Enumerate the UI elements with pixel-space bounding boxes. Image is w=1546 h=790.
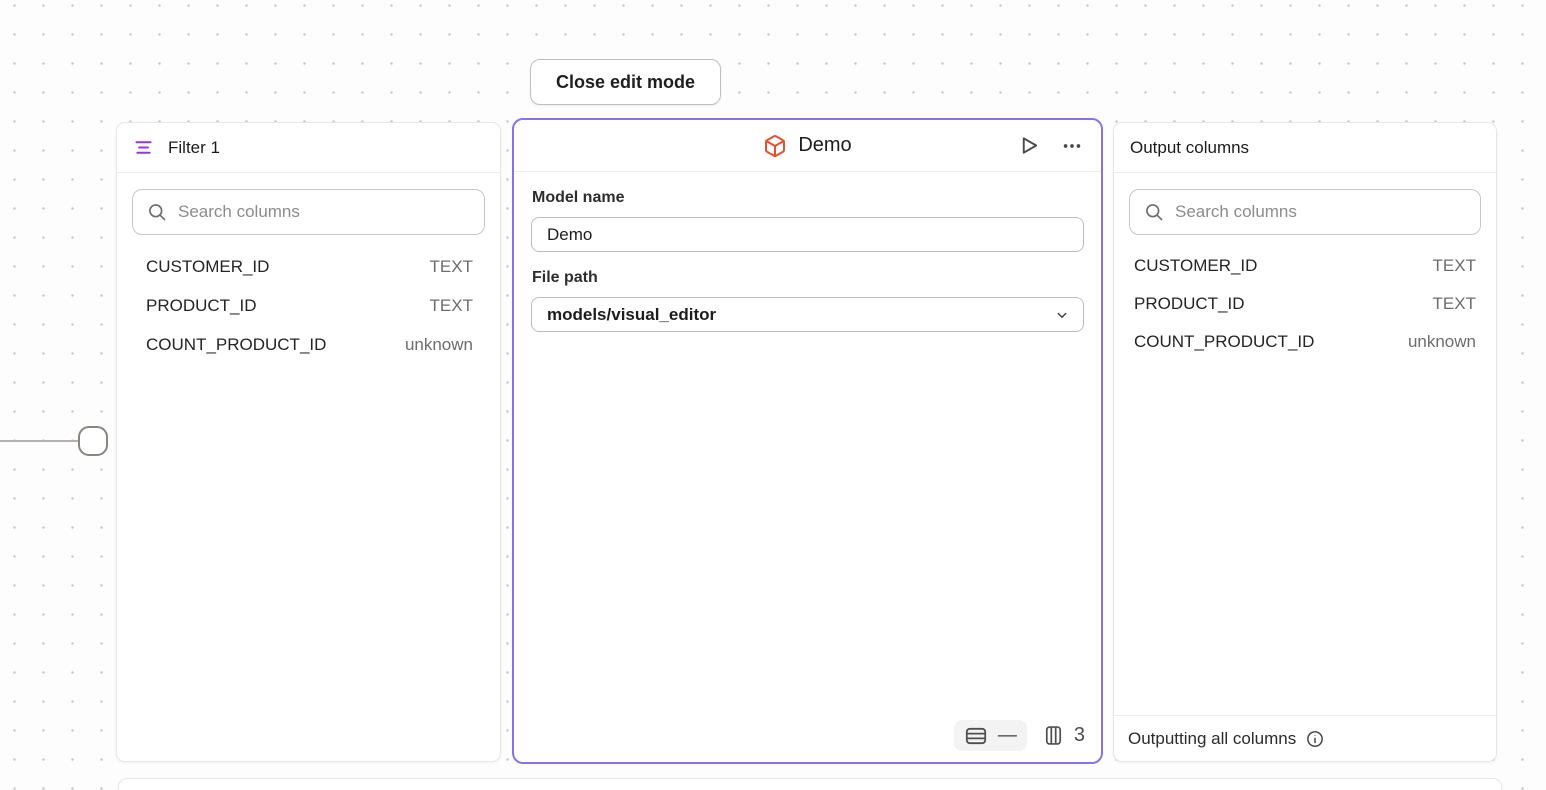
column-type: TEXT bbox=[1432, 294, 1476, 313]
output-column-list: CUSTOMER_ID TEXT PRODUCT_ID TEXT COUNT_P… bbox=[1114, 247, 1496, 361]
column-name: COUNT_PRODUCT_ID bbox=[146, 334, 327, 354]
table-columns-icon bbox=[1042, 724, 1065, 747]
search-icon bbox=[1144, 202, 1164, 222]
connector-handle[interactable] bbox=[78, 426, 108, 456]
column-type: TEXT bbox=[429, 295, 473, 315]
output-search-input[interactable] bbox=[1175, 202, 1466, 222]
filter-column-list: CUSTOMER_ID TEXT PRODUCT_ID TEXT COUNT_P… bbox=[117, 247, 500, 364]
more-options-button[interactable] bbox=[1059, 133, 1085, 159]
model-node-panel[interactable]: Demo Model name File path models/vis bbox=[512, 118, 1103, 764]
column-name: PRODUCT_ID bbox=[1134, 294, 1245, 313]
column-row[interactable]: COUNT_PRODUCT_ID unknown bbox=[117, 325, 500, 364]
connector-line bbox=[0, 440, 79, 442]
output-panel-title: Output columns bbox=[1130, 137, 1250, 157]
column-name: PRODUCT_ID bbox=[146, 295, 257, 315]
model-name-label: Model name bbox=[532, 189, 625, 206]
close-edit-mode-button[interactable]: Close edit mode bbox=[530, 59, 721, 105]
table-rows-icon bbox=[964, 724, 988, 748]
model-header-controls bbox=[1016, 120, 1085, 171]
column-row[interactable]: PRODUCT_ID TEXT bbox=[1114, 285, 1496, 323]
column-row[interactable]: COUNT_PRODUCT_ID unknown bbox=[1114, 323, 1496, 361]
column-name: COUNT_PRODUCT_ID bbox=[1134, 332, 1315, 351]
column-row[interactable]: CUSTOMER_ID TEXT bbox=[117, 247, 500, 286]
info-icon[interactable] bbox=[1305, 729, 1325, 749]
filter-node-panel[interactable]: Filter 1 CUSTOMER_ID TEXT PRODUCT_ID TEX… bbox=[116, 122, 501, 762]
filter-lines-icon bbox=[133, 137, 154, 158]
file-path-value: models/visual_editor bbox=[547, 304, 717, 324]
file-path-select[interactable]: models/visual_editor bbox=[531, 297, 1084, 332]
column-row[interactable]: CUSTOMER_ID TEXT bbox=[1114, 247, 1496, 285]
row-limit-button[interactable]: — bbox=[953, 720, 1027, 751]
chevron-down-icon bbox=[1053, 306, 1071, 324]
model-name-input[interactable] bbox=[531, 217, 1084, 252]
play-icon bbox=[1022, 137, 1038, 154]
column-name: CUSTOMER_ID bbox=[1134, 256, 1258, 275]
column-count-value: 3 bbox=[1073, 724, 1085, 746]
column-type: unknown bbox=[404, 334, 473, 354]
model-preview-footer: — 3 bbox=[953, 720, 1085, 751]
column-type: TEXT bbox=[429, 256, 473, 276]
output-search-box[interactable] bbox=[1129, 189, 1481, 235]
filter-search-input[interactable] bbox=[178, 202, 470, 222]
filter-search-box[interactable] bbox=[132, 189, 485, 235]
search-icon bbox=[147, 202, 167, 222]
filter-panel-header[interactable]: Filter 1 bbox=[117, 123, 500, 173]
column-name: CUSTOMER_ID bbox=[146, 256, 270, 276]
output-footer-text: Outputting all columns bbox=[1128, 728, 1297, 748]
file-path-label: File path bbox=[532, 269, 598, 286]
column-row[interactable]: PRODUCT_ID TEXT bbox=[117, 286, 500, 325]
column-type: unknown bbox=[1407, 332, 1476, 351]
filter-panel-title: Filter 1 bbox=[168, 137, 220, 157]
column-count-indicator[interactable]: 3 bbox=[1042, 724, 1085, 747]
bottom-panel-edge bbox=[118, 778, 1502, 790]
cube-icon bbox=[763, 134, 787, 158]
run-model-button[interactable] bbox=[1016, 132, 1043, 159]
model-panel-header[interactable]: Demo bbox=[514, 120, 1101, 172]
output-panel-footer: Outputting all columns bbox=[1114, 715, 1496, 761]
row-limit-value: — bbox=[997, 725, 1017, 746]
model-panel-title: Demo bbox=[798, 134, 852, 156]
model-panel-body: Model name File path models/visual_edito… bbox=[514, 172, 1101, 332]
output-columns-panel[interactable]: Output columns CUSTOMER_ID TEXT PRODUCT_… bbox=[1113, 122, 1497, 762]
output-panel-header: Output columns bbox=[1114, 123, 1496, 173]
ellipsis-icon bbox=[1063, 143, 1081, 148]
column-type: TEXT bbox=[1432, 256, 1476, 275]
